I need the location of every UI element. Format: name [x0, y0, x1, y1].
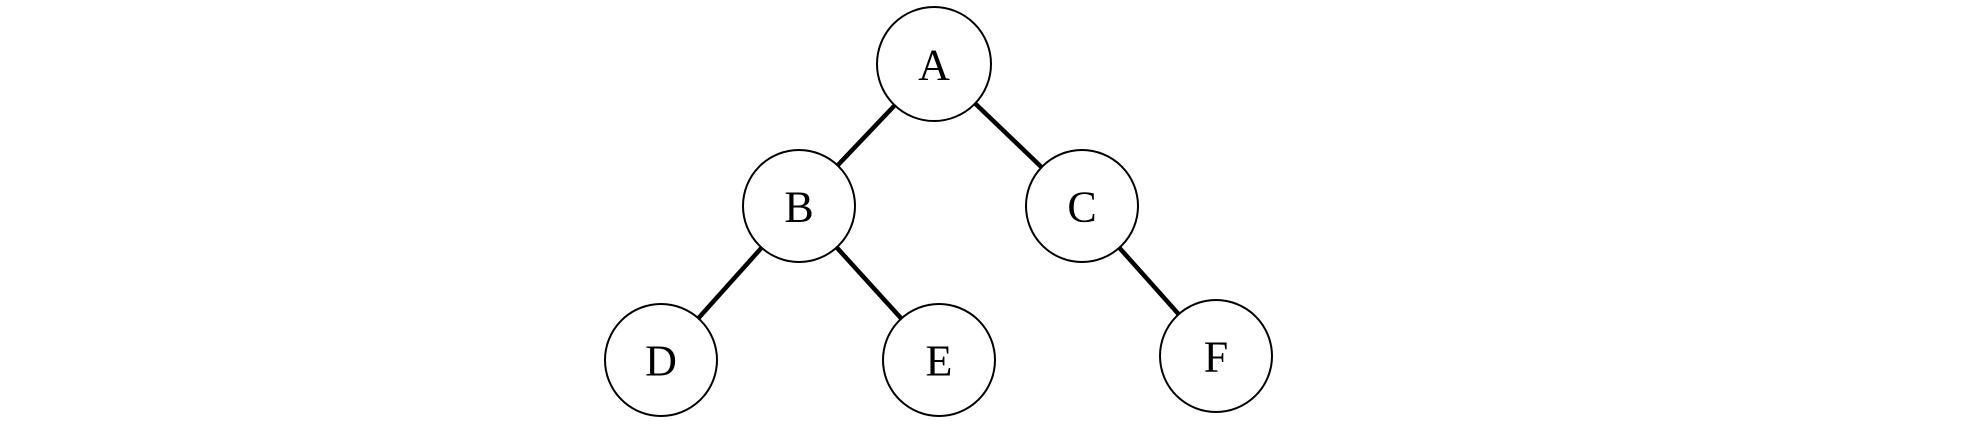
tree-node-f[interactable]: F [1159, 299, 1273, 413]
tree-node-a[interactable]: A [876, 6, 992, 122]
tree-node-b[interactable]: B [742, 149, 856, 263]
tree-edge-a-b [835, 103, 897, 167]
tree-edge-b-d [696, 246, 764, 320]
tree-node-circle-e[interactable] [882, 303, 996, 417]
node-layer: A B C D E F [604, 6, 1273, 417]
tree-node-label-a: A [918, 41, 950, 90]
edge-layer [696, 101, 1181, 321]
tree-node-label-b: B [784, 183, 813, 232]
tree-node-label-f: F [1204, 333, 1228, 382]
tree-node-d[interactable]: D [604, 303, 718, 417]
tree-node-label-c: C [1067, 183, 1096, 232]
tree-node-circle-d[interactable] [604, 303, 718, 417]
tree-node-label-e: E [926, 337, 953, 386]
tree-node-c[interactable]: C [1025, 149, 1139, 263]
tree-node-circle-b[interactable] [742, 149, 856, 263]
tree-edge-b-e [835, 245, 903, 321]
tree-node-e[interactable]: E [882, 303, 996, 417]
tree-node-circle-a[interactable] [876, 6, 992, 122]
tree-node-circle-c[interactable] [1025, 149, 1139, 263]
tree-node-circle-f[interactable] [1159, 299, 1273, 413]
tree-edge-c-f [1117, 246, 1181, 316]
tree-edge-a-c [973, 101, 1044, 169]
tree-node-label-d: D [645, 337, 677, 386]
